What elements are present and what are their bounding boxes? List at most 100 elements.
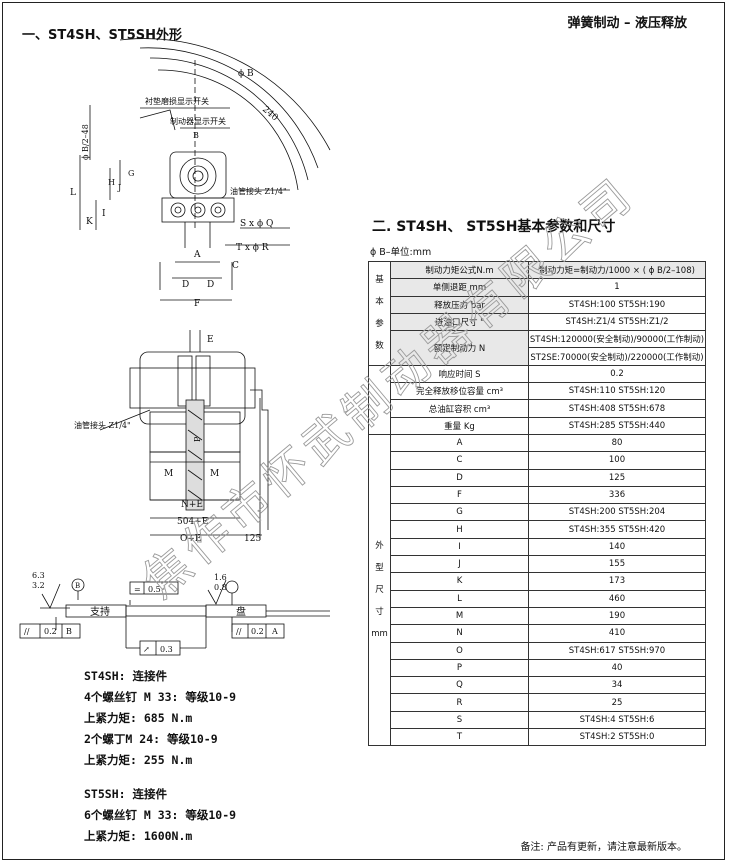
unit-label: ϕ B–单位:mm bbox=[370, 247, 432, 258]
row-value: ST4SH:408 ST5SH:678 bbox=[528, 399, 706, 418]
label-SxQ: S x ϕ Q bbox=[240, 219, 273, 229]
group-dim: 外 型 尺 寸 mm bbox=[368, 433, 391, 747]
row-label: I bbox=[390, 537, 529, 557]
label-D2: D bbox=[207, 280, 214, 290]
group-blank bbox=[368, 364, 391, 435]
label-B-circle: B bbox=[75, 582, 80, 590]
st4sh-line-3: 上紧力矩: 685 N.m bbox=[84, 711, 193, 725]
row-label: H bbox=[390, 520, 529, 539]
row-label: L bbox=[390, 589, 529, 608]
row-label: K bbox=[390, 572, 529, 591]
row-value: 190 bbox=[528, 606, 706, 626]
st5sh-line-1: ST5SH: 连接件 bbox=[84, 787, 167, 801]
group-basic: 基 本 参 数 bbox=[368, 261, 391, 366]
label-E: E bbox=[207, 335, 214, 345]
row-label: A bbox=[390, 433, 529, 453]
label-rough1-a: 6.3 bbox=[32, 571, 45, 580]
row-label: 进油口尺寸 " bbox=[390, 312, 529, 332]
section1-title: 一、ST4SH、ST5SH外形 bbox=[22, 28, 183, 43]
arc-phiB bbox=[119, 38, 331, 151]
label-C: C bbox=[232, 261, 239, 271]
st4sh-connections: ST4SH: 连接件 4个螺丝钉 M 33: 等级10-9 上紧力矩: 685 … bbox=[84, 666, 236, 771]
label-A: A bbox=[193, 250, 201, 260]
st4sh-line-1: ST4SH: 连接件 bbox=[84, 669, 167, 683]
row-value: 80 bbox=[528, 433, 706, 453]
label-par1-val: 0.2 bbox=[44, 627, 57, 636]
row-label: 重量 Kg bbox=[390, 416, 529, 435]
row-value: 173 bbox=[528, 572, 706, 591]
row-value: 410 bbox=[528, 624, 706, 643]
label-I: I bbox=[102, 209, 106, 219]
label-K: K bbox=[86, 217, 93, 227]
row-value: 100 bbox=[528, 451, 706, 470]
label-flat-symbol: = bbox=[134, 585, 141, 594]
row-label: G bbox=[390, 503, 529, 522]
st5sh-connections: ST5SH: 连接件 6个螺丝钉 M 33: 等级10-9 上紧力矩: 1600… bbox=[84, 784, 236, 847]
label-J: J bbox=[117, 183, 121, 192]
label-125: 125 bbox=[244, 534, 261, 544]
label-pad-switch: 衬垫磨损显示开关 bbox=[145, 96, 209, 106]
row-value: ST4SH:355 ST5SH:420 bbox=[528, 520, 706, 539]
row-value: ST4SH:285 ST5SH:440 bbox=[528, 416, 706, 435]
label-F: F bbox=[194, 299, 200, 309]
row-label: C bbox=[390, 451, 529, 470]
row-label: 额定制动力 N bbox=[390, 330, 529, 366]
label-rough1-b: 3.2 bbox=[32, 581, 45, 590]
row-label: 释放压力 bar bbox=[390, 295, 529, 314]
row-value: 140 bbox=[528, 537, 706, 557]
row-value: ST4SH:110 ST5SH:120 bbox=[528, 382, 706, 401]
row-value: ST4SH:200 ST5SH:204 bbox=[528, 503, 706, 522]
row-label: S bbox=[390, 710, 529, 730]
row-value: ST4SH:Z1/4 ST5SH:Z1/2 bbox=[528, 312, 706, 332]
row-value: ST4SH:4 ST5SH:6 bbox=[528, 710, 706, 730]
label-OE: O+E bbox=[180, 534, 202, 544]
row-value: 25 bbox=[528, 693, 706, 712]
row-label: R bbox=[390, 693, 529, 712]
row-value: ST2SE:70000(安全制动)/220000(工作制动) bbox=[528, 347, 706, 366]
row-value: ST4SH:120000(安全制动)/90000(工作制动) bbox=[528, 330, 706, 349]
row-value: 40 bbox=[528, 658, 706, 678]
row-value: 34 bbox=[528, 676, 706, 695]
row-label: J bbox=[390, 555, 529, 574]
label-M1: M bbox=[164, 469, 173, 479]
row-label: 制动力矩公式N.m bbox=[390, 260, 529, 280]
row-label: Q bbox=[390, 676, 529, 695]
row-value: 336 bbox=[528, 485, 706, 505]
label-504E: 504+E bbox=[177, 517, 208, 527]
label-run-val: 0.3 bbox=[160, 645, 173, 654]
label-par1-ref: B bbox=[66, 627, 72, 636]
row-value: 460 bbox=[528, 589, 706, 608]
label-par1-symbol: // bbox=[24, 627, 30, 636]
label-240: 240 bbox=[260, 105, 280, 124]
label-run-symbol: ↗ bbox=[143, 645, 150, 654]
row-label: F bbox=[390, 485, 529, 505]
label-rough2-a: 1.6 bbox=[214, 573, 227, 582]
row-label: T bbox=[390, 728, 529, 747]
label-par2-symbol: // bbox=[236, 627, 242, 636]
row-value: ST4SH:100 ST5SH:190 bbox=[528, 295, 706, 314]
st4sh-line-4: 2个螺丁M 24: 等级10-9 bbox=[84, 732, 218, 746]
row-label: 完全释放移位容量 cm³ bbox=[390, 382, 529, 401]
row-label: M bbox=[390, 606, 529, 626]
row-value: 制动力矩=制动力/1000 × ( ϕ B/2–108) bbox=[528, 260, 706, 280]
row-label: N bbox=[390, 624, 529, 643]
label-NE: N+E bbox=[181, 500, 203, 510]
row-label: D bbox=[390, 468, 529, 487]
st4sh-line-5: 上紧力矩: 255 N.m bbox=[84, 753, 193, 767]
